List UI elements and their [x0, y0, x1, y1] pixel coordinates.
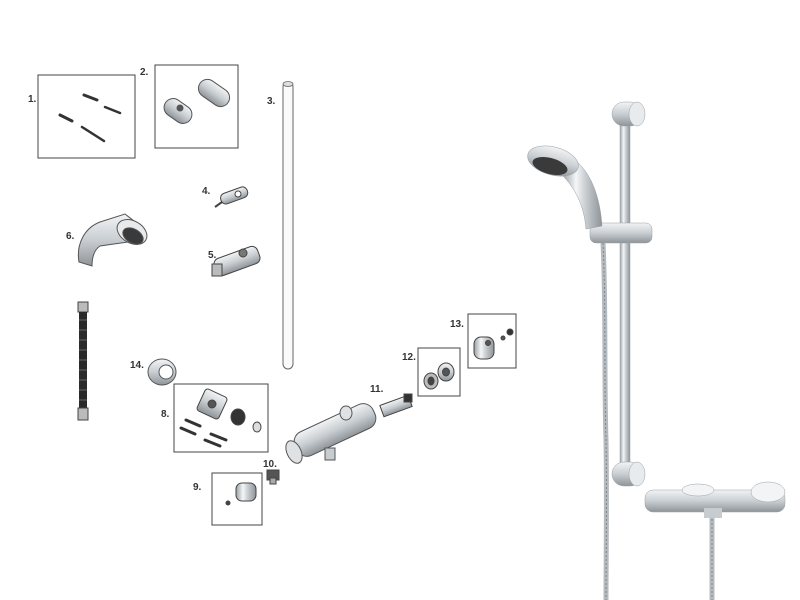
part-label-3: 3. [267, 96, 276, 107]
part-9-outlet-elbow [211, 472, 263, 526]
assembled-shower-kit-illustration [527, 101, 786, 600]
part-1-wall-plugs-and-screws [37, 74, 136, 159]
part-label-2: 2. [140, 67, 149, 78]
bar-valve-body-icon [285, 403, 377, 464]
rail-brackets-icon [163, 78, 231, 124]
part-12-flow-adaptor [417, 347, 461, 397]
part-label-4: 4. [202, 186, 211, 197]
part-label-5: 5. [208, 250, 217, 261]
shower-handset-icon [77, 213, 148, 267]
part-13-control-handle [467, 313, 517, 369]
outlet-connector-icon [266, 469, 280, 485]
part-label-6: 6. [66, 231, 75, 242]
concealing-flange-icon [147, 358, 177, 386]
part-8-wall-fixing-kit [173, 383, 269, 453]
slider-bracket-icon [211, 245, 261, 277]
part-label-12: 12. [402, 352, 416, 363]
part-label-13: 13. [450, 319, 464, 330]
part-label-14: 14. [130, 360, 144, 371]
part-label-11: 11. [370, 384, 384, 395]
part-label-8: 8. [161, 409, 170, 420]
thermostatic-cartridge-icon [379, 393, 413, 418]
hose-retaining-ring-icon [214, 186, 249, 208]
wall-plugs-and-screws-icon [58, 93, 122, 143]
part-label-1: 1. [28, 94, 37, 105]
riser-rail-icon [282, 81, 294, 370]
part-2-rail-brackets [154, 64, 239, 149]
part-label-9: 9. [193, 482, 202, 493]
flow-adaptor-icon [423, 362, 455, 390]
part-label-10: 10. [263, 459, 277, 470]
shower-hose-icon [77, 301, 89, 421]
outlet-elbow-icon [225, 482, 257, 506]
control-handle-icon [473, 328, 514, 360]
wall-fixing-kit-icon [179, 388, 262, 448]
